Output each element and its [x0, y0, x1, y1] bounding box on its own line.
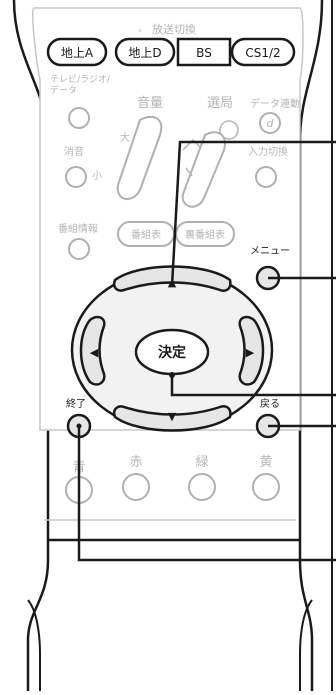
volume-rocker[interactable] — [116, 115, 163, 200]
program-guide-label: 番組表 — [131, 228, 161, 241]
broadcast-label-cs: CS1/2 — [245, 46, 280, 60]
channel-ring — [219, 120, 239, 140]
volume-label: 音量 — [137, 95, 163, 111]
back-label: 戻る — [260, 397, 280, 410]
dpad-left-icon: ◀ — [90, 346, 99, 359]
tv-radio-data-label: テレビ/ラジオ/ — [50, 74, 111, 85]
callout-center — [170, 375, 336, 397]
dpad-down-icon: ▼ — [168, 410, 177, 423]
broadcast-button-bs[interactable] — [176, 37, 232, 67]
channel-rocker[interactable] — [181, 131, 226, 208]
mute-button[interactable] — [65, 166, 87, 188]
menu-label: メニュー — [250, 246, 290, 257]
broadcast-button-ground-d[interactable] — [114, 37, 176, 67]
input-switch-label: 入力切換 — [248, 145, 288, 158]
tv-radio-data-button[interactable] — [68, 107, 90, 129]
tv-radio-data-label-2: データ — [50, 84, 77, 96]
green-button[interactable] — [188, 473, 216, 501]
broadcast-button-ground-a[interactable] — [46, 37, 108, 67]
broadcast-button-cs[interactable] — [230, 37, 296, 67]
channel-label: 選局 — [207, 96, 233, 111]
exit-label: 終了 — [66, 397, 86, 410]
data-link-icon: d — [267, 117, 275, 130]
red-label: 赤 — [129, 455, 142, 470]
yellow-button[interactable] — [252, 473, 280, 501]
dpad-down-button[interactable] — [113, 405, 232, 432]
dpad-right-button[interactable] — [238, 315, 265, 386]
volume-down-label: 小 — [92, 170, 102, 182]
callout-exit — [77, 426, 336, 562]
broadcast-label-ground-d: 地上D — [128, 46, 161, 60]
broadcast-header: 放送切換 — [152, 22, 196, 36]
data-link-button[interactable] — [259, 112, 281, 134]
dpad-right-icon: ▶ — [246, 346, 255, 359]
broadcast-label-bs: BS — [196, 46, 212, 60]
back-program-guide-label: 裏番組表 — [185, 228, 225, 241]
callout-dpad — [170, 140, 336, 287]
mute-label: 消音 — [64, 145, 84, 158]
program-info-label: 番組情報 — [58, 222, 98, 235]
broadcast-label-ground-a: 地上A — [61, 46, 94, 60]
data-link-label: データ連動 — [250, 97, 300, 110]
program-info-button[interactable] — [68, 238, 90, 260]
input-switch-button[interactable] — [255, 166, 277, 188]
dpad-left-button[interactable] — [79, 315, 106, 386]
remote-bottom-left — [27, 599, 41, 691]
remote-bottom-right — [299, 599, 313, 691]
green-label: 緑 — [195, 455, 208, 470]
red-button[interactable] — [122, 473, 150, 501]
remote-body-outline-right — [298, 0, 324, 691]
dpad-center-label: 決定 — [158, 344, 186, 361]
yellow-label: 黄 — [259, 455, 272, 470]
volume-up-label: 大 — [120, 131, 130, 144]
